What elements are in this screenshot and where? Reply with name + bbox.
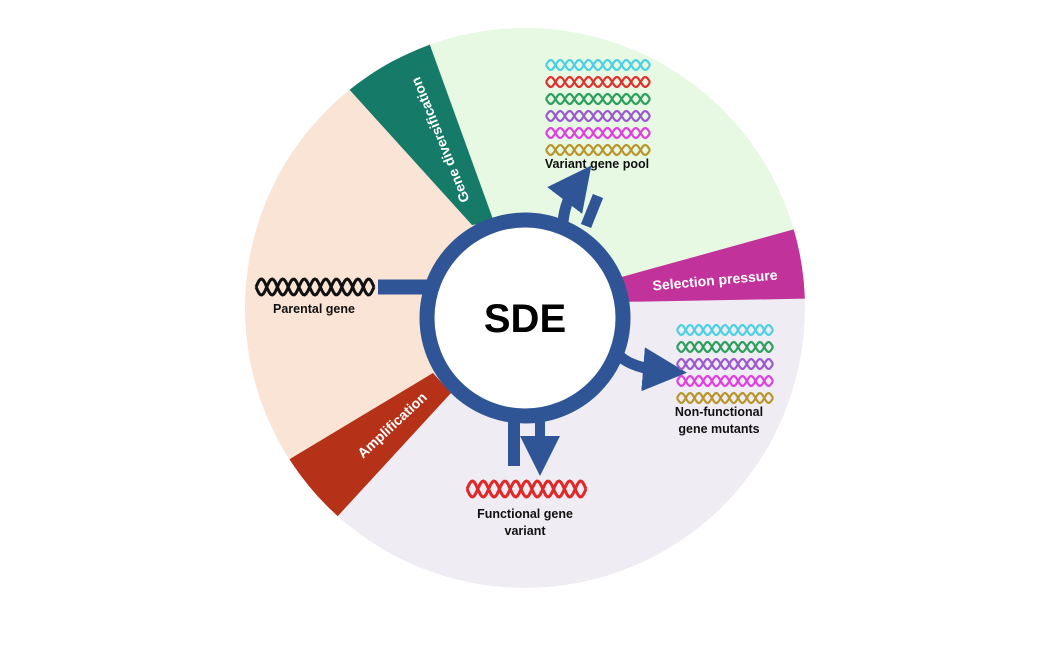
functional-label-2: variant [505, 524, 547, 538]
functional-label-1: Functional gene [477, 507, 573, 521]
cycle-ring [378, 165, 687, 476]
center-label: SDE [484, 297, 566, 341]
non-functional-helix [676, 323, 774, 337]
non-functional-helix [676, 391, 774, 405]
functional-gene-helix [465, 479, 588, 499]
non-functional-helix [676, 374, 774, 388]
variant-pool-helix [545, 92, 651, 106]
non-functional-label-1: Non-functional [675, 405, 763, 419]
non-functional-label-2: gene mutants [678, 422, 759, 436]
band-selection-pressure [618, 200, 805, 302]
variant-pool-helix [545, 143, 651, 157]
variant-pool-helix [545, 58, 651, 72]
variant-gene-pool-label: Variant gene pool [545, 157, 649, 171]
variant-pool-helix [545, 126, 651, 140]
non-functional-helix [676, 340, 774, 354]
parental-gene-helix [254, 277, 376, 297]
non-functional-helix [676, 357, 774, 371]
variant-pool-helix [545, 75, 651, 89]
parental-gene-label: Parental gene [273, 302, 355, 316]
variant-pool-helix [545, 109, 651, 123]
